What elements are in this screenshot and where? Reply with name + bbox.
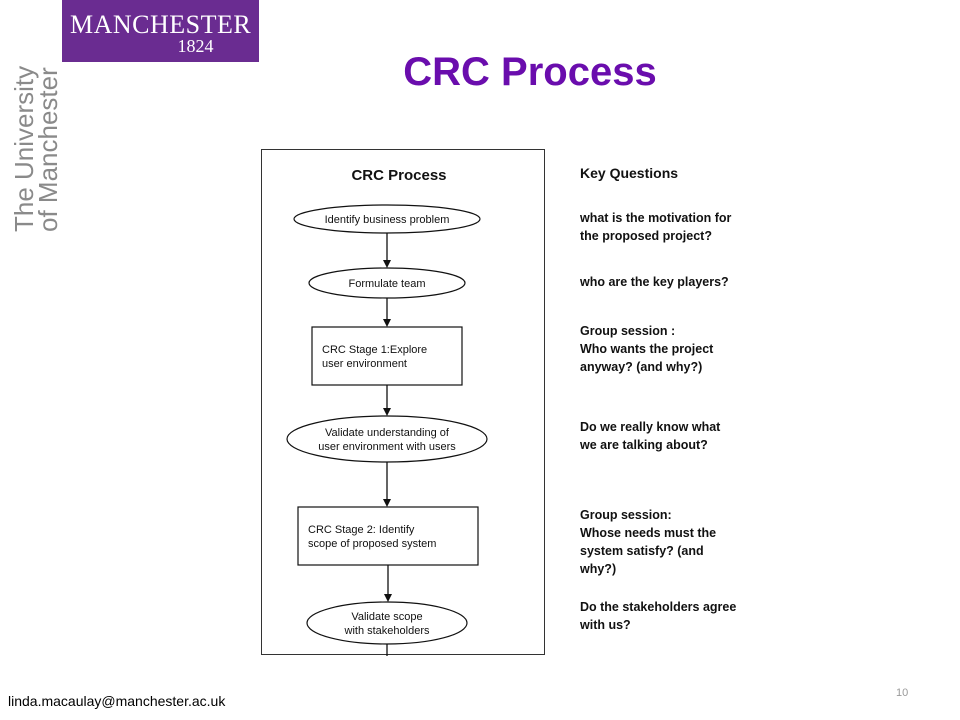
process-step-label: user environment — [322, 358, 407, 370]
process-step-label: with stakeholders — [344, 625, 430, 637]
key-question: who are the key players? — [580, 275, 729, 289]
logo-year: 1824 — [177, 36, 214, 56]
process-ellipse: Identify business problem — [293, 204, 481, 234]
slide-title: CRC Process — [403, 50, 657, 94]
process-ellipse: Formulate team — [308, 267, 466, 299]
process-step-label: CRC Stage 2: Identify — [308, 524, 415, 536]
flow-arrow-head — [384, 594, 392, 602]
process-ellipse: Validate understanding of user environmen… — [286, 415, 488, 463]
key-question: Group session: Whose needs must the syst… — [580, 508, 717, 576]
flow-arrow-head — [383, 408, 391, 416]
process-step-label: Identify business problem — [325, 214, 450, 226]
logo-name: MANCHESTER — [70, 10, 252, 39]
key-question: Do the stakeholders agree with us? — [580, 600, 737, 632]
process-step-label: scope of proposed system — [308, 538, 436, 550]
side-label-line1: The University — [9, 66, 39, 232]
process-box: CRC Stage 1:Explore user environment — [311, 326, 463, 386]
key-question: Do we really know what we are talking ab… — [580, 420, 721, 452]
page-number: 10 — [896, 687, 909, 699]
flow-arrow-head — [383, 260, 391, 268]
process-ellipse: Validate scope with stakeholders — [306, 601, 468, 645]
process-step-label: Formulate team — [348, 278, 425, 290]
flowchart: CRC Process Identify business problemFor… — [286, 167, 488, 656]
key-question: what is the motivation for the proposed … — [580, 211, 732, 243]
diagram-header: CRC Process — [351, 167, 446, 184]
process-step-label: user environment with users — [318, 441, 456, 453]
process-step-label: Validate scope — [351, 611, 422, 623]
side-label-line2: of Manchester — [33, 67, 63, 232]
footer-email: linda.macaulay@manchester.ac.uk — [8, 693, 226, 709]
university-side-label: The University of Manchester — [9, 66, 63, 232]
key-question: Group session : Who wants the project an… — [580, 324, 714, 374]
process-step-label: CRC Stage 1:Explore — [322, 344, 427, 356]
university-logo: MANCHESTER 1824 — [62, 0, 259, 62]
flow-arrow-head — [383, 319, 391, 327]
process-box: CRC Stage 2: Identify scope of proposed s… — [297, 506, 479, 566]
process-step-label: Validate understanding of — [325, 427, 450, 439]
flow-arrow-head — [383, 499, 391, 507]
key-questions-title: Key Questions — [580, 165, 679, 181]
